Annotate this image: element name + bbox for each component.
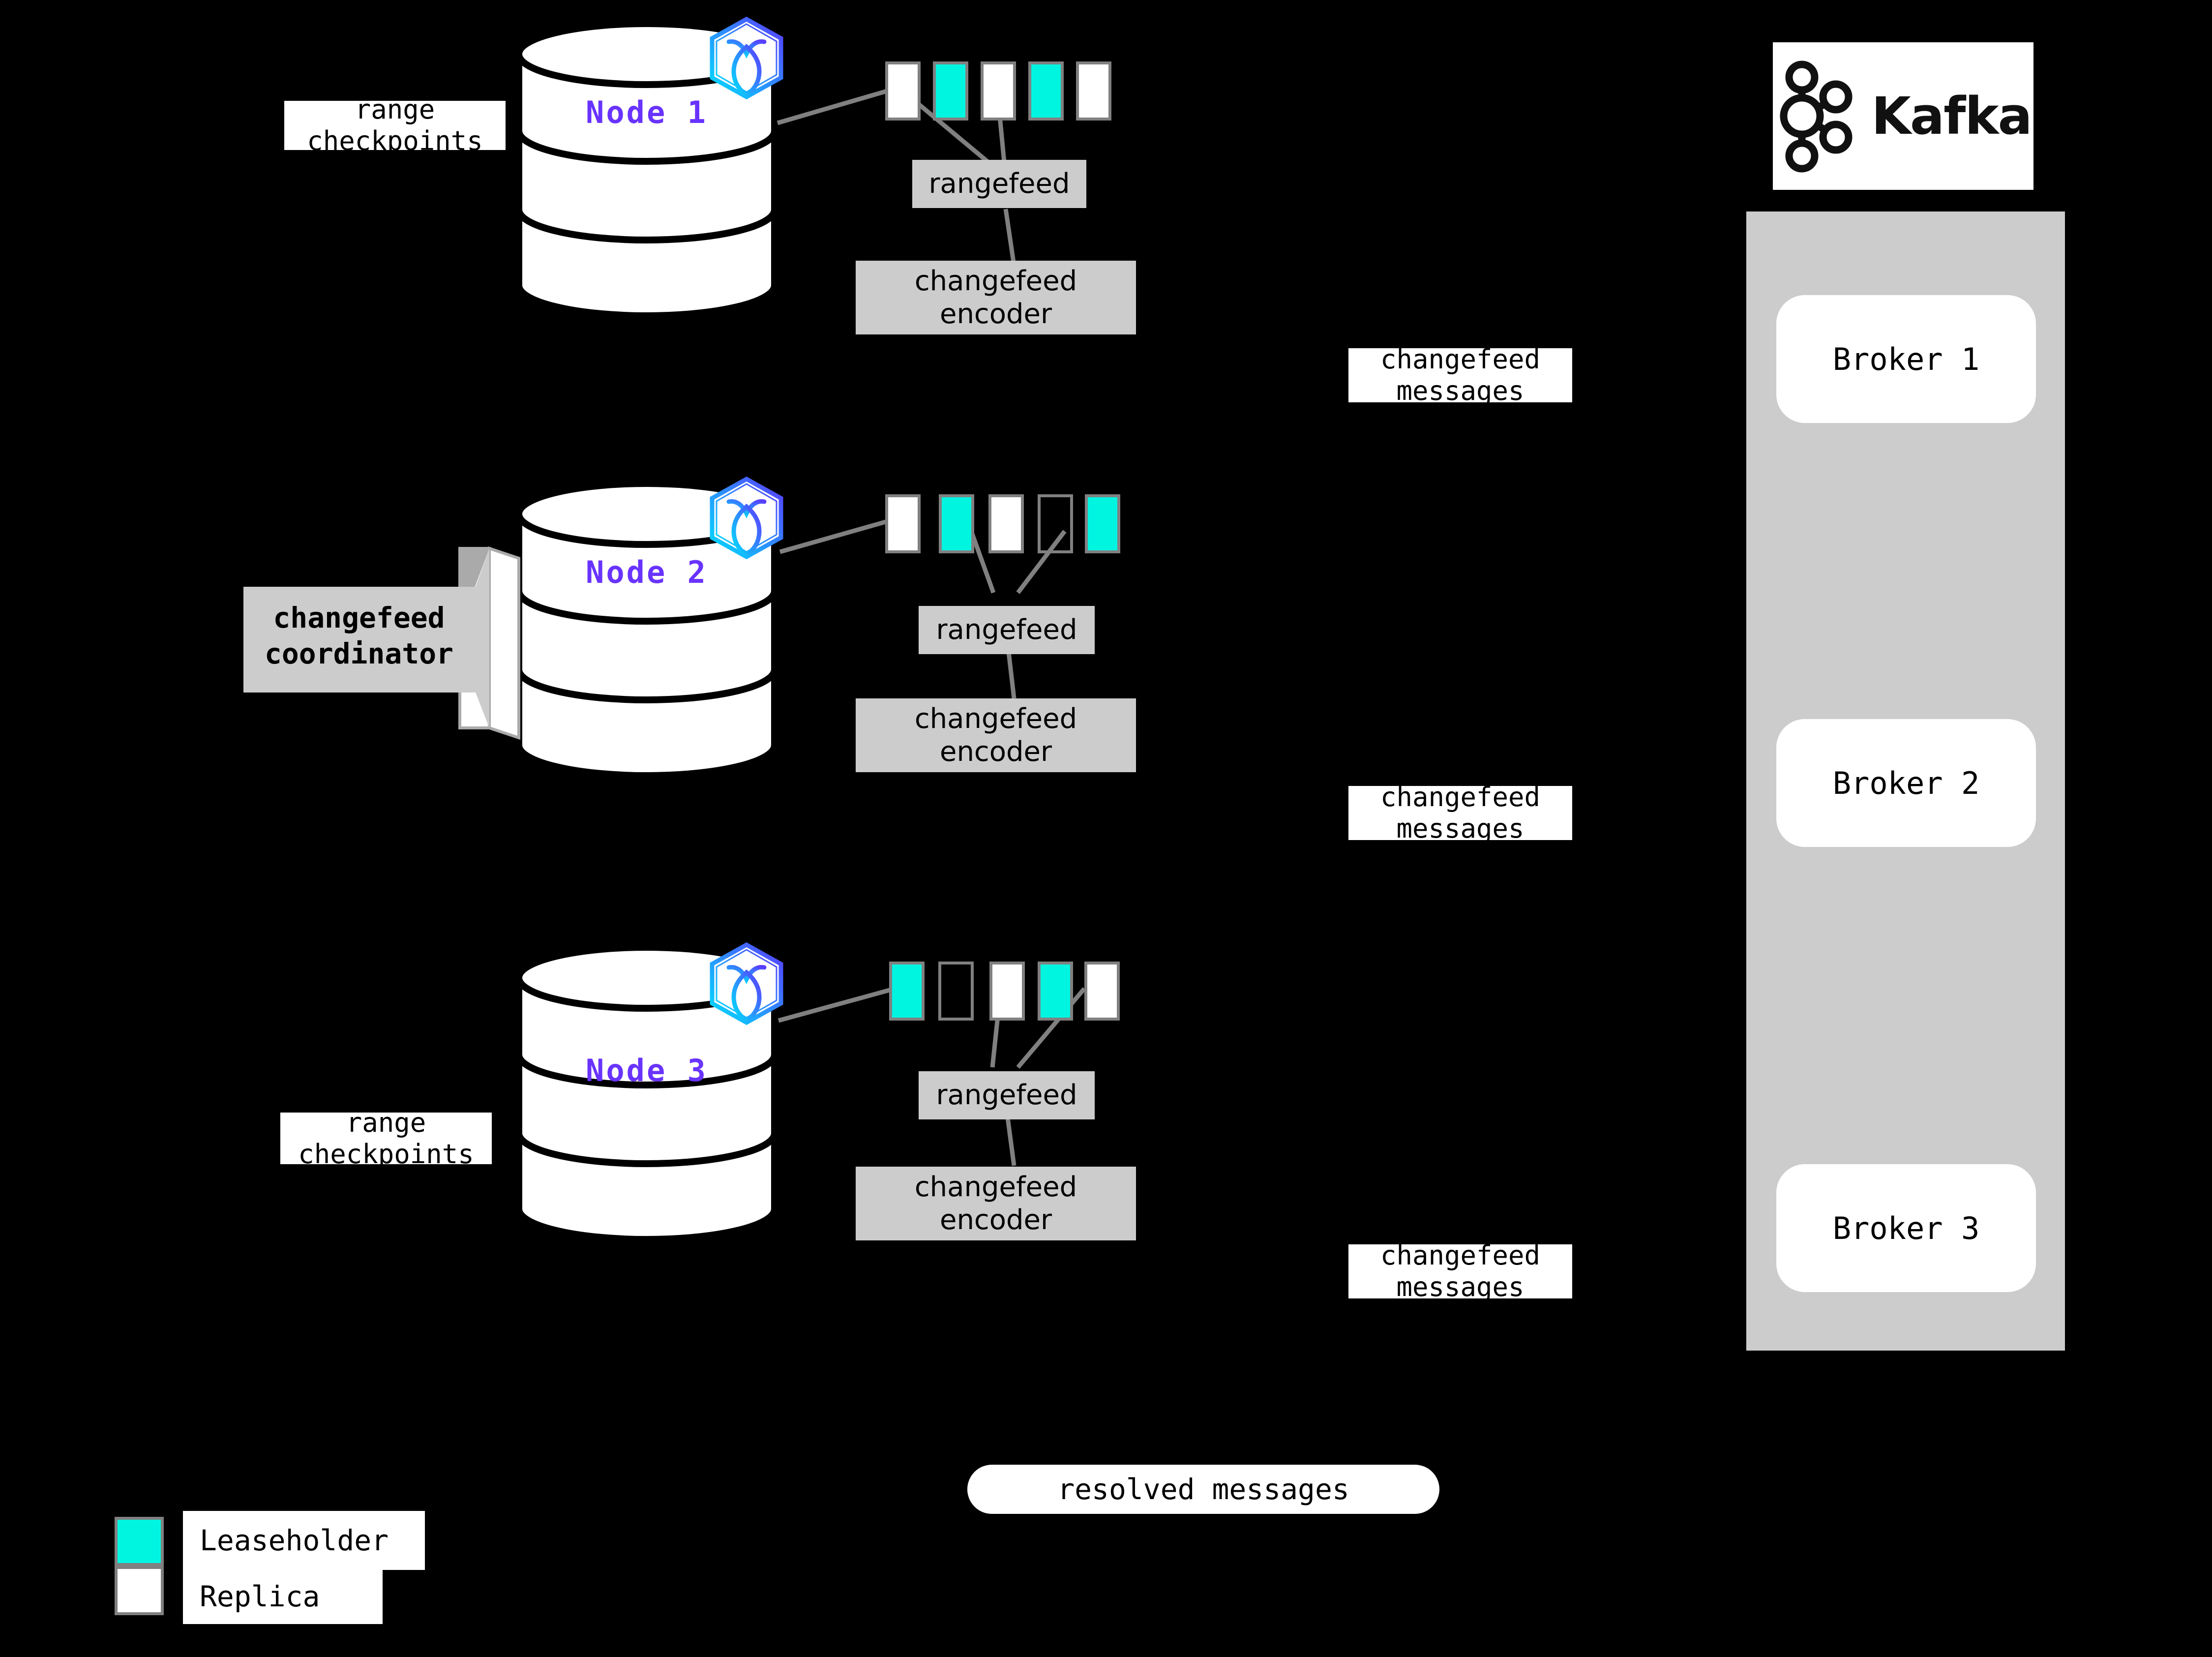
kafka-wordmark: Kafka	[1871, 86, 2032, 146]
encoder-line1: changefeed	[914, 702, 1077, 735]
cockroachdb-hexagon-icon	[707, 476, 786, 560]
changefeed-encoder-box-node2[interactable]: changefeed encoder	[856, 698, 1136, 772]
rangefeed-box-node2[interactable]: rangefeed	[919, 606, 1095, 654]
range-box[interactable]	[933, 61, 968, 121]
legend-swatch-leaseholder	[115, 1517, 164, 1566]
range-box[interactable]	[939, 494, 974, 553]
messages-line2: messages	[1396, 375, 1524, 406]
range-box[interactable]	[1085, 494, 1120, 553]
node-1-cylinder: Node 1	[515, 20, 778, 320]
range-box[interactable]	[1028, 61, 1064, 121]
range-box[interactable]	[989, 962, 1025, 1021]
legend-label-leaseholder: Leaseholder	[183, 1511, 425, 1570]
messages-line2: messages	[1396, 1271, 1524, 1302]
coordinator-line1: changefeed	[273, 601, 445, 634]
range-checkpoints-line1: range	[355, 94, 435, 125]
changefeed-coordinator-banner	[243, 543, 534, 745]
changefeed-encoder-box-node1[interactable]: changefeed encoder	[856, 261, 1136, 334]
cockroachdb-hexagon-icon	[707, 942, 786, 1025]
messages-line2: messages	[1396, 813, 1524, 844]
broker-1-box[interactable]: Broker 1	[1776, 295, 2036, 423]
rangefeed-box-node3[interactable]: rangefeed	[919, 1071, 1095, 1119]
range-box[interactable]	[1076, 61, 1111, 121]
range-box[interactable]	[885, 494, 921, 553]
range-box[interactable]	[981, 61, 1016, 121]
resolved-messages-oval: resolved messages	[967, 1465, 1439, 1514]
changefeed-messages-label-1: changefeed messages	[1348, 344, 1572, 406]
messages-line1: changefeed	[1380, 1240, 1541, 1271]
messages-line1: changefeed	[1380, 782, 1541, 813]
range-box[interactable]	[885, 61, 921, 121]
range-box[interactable]	[1038, 962, 1073, 1021]
range-box[interactable]	[988, 494, 1024, 553]
encoder-line2: encoder	[939, 736, 1052, 768]
node-2-label: Node 2	[586, 554, 708, 590]
range-checkpoints-line2: checkpoints	[298, 1138, 474, 1170]
encoder-line2: encoder	[939, 1204, 1052, 1236]
legend-swatch-replica	[115, 1566, 164, 1615]
range-checkpoints-line1: range	[346, 1107, 426, 1138]
range-checkpoints-label-node3: range checkpoints	[280, 1107, 492, 1170]
rangefeed-box-node1[interactable]: rangefeed	[912, 160, 1086, 208]
range-box[interactable]	[889, 962, 925, 1021]
changefeed-encoder-box-node3[interactable]: changefeed encoder	[856, 1167, 1136, 1240]
encoder-line1: changefeed	[914, 265, 1077, 297]
encoder-line2: encoder	[939, 298, 1052, 330]
encoder-line1: changefeed	[914, 1171, 1077, 1203]
coordinator-line2: coordinator	[264, 636, 454, 670]
node-1-label: Node 1	[586, 94, 708, 130]
messages-line1: changefeed	[1380, 344, 1541, 375]
node-3-label: Node 3	[586, 1053, 708, 1088]
range-checkpoints-label-node1: range checkpoints	[284, 94, 506, 156]
kafka-logo-icon	[1780, 60, 1853, 173]
legend-label-replica: Replica	[183, 1569, 383, 1624]
cockroachdb-hexagon-icon	[707, 16, 786, 100]
broker-3-box[interactable]: Broker 3	[1776, 1164, 2036, 1292]
broker-2-box[interactable]: Broker 2	[1776, 719, 2036, 847]
range-box[interactable]	[938, 962, 974, 1021]
range-box[interactable]	[1038, 494, 1073, 553]
changefeed-coordinator-label[interactable]: changefeed coordinator	[243, 583, 475, 689]
changefeed-messages-label-2: changefeed messages	[1348, 782, 1572, 844]
range-checkpoints-line2: checkpoints	[307, 125, 483, 156]
range-box[interactable]	[1084, 962, 1120, 1021]
changefeed-messages-label-3: changefeed messages	[1348, 1240, 1572, 1302]
kafka-logo-box: Kafka	[1773, 42, 2033, 190]
